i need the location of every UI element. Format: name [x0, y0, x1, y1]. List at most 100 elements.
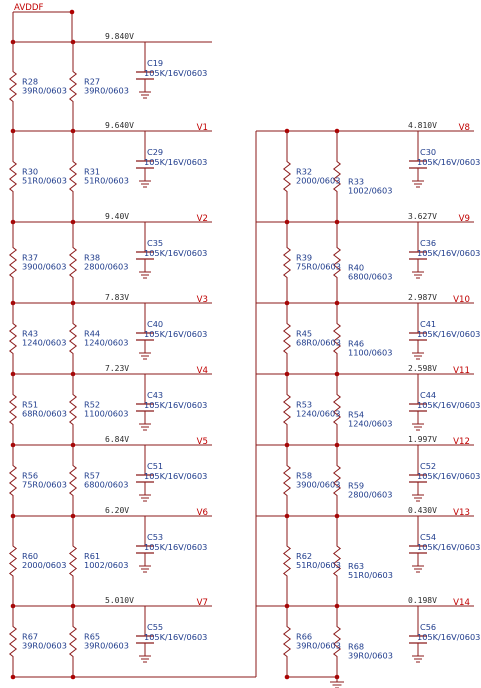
- right-capacitor-ref-6: C56: [420, 622, 436, 632]
- left-net-label-1: V1: [197, 123, 208, 133]
- right-voltage-label-3: 2.598V: [408, 364, 437, 373]
- left-capacitor-value-1: 105K/16V/0603: [144, 157, 207, 167]
- right-resistor-a-3: [282, 374, 292, 445]
- right-resistor-a-4: [282, 445, 292, 516]
- right-capacitor-value-3: 105K/16V/0603: [417, 400, 480, 410]
- left-net-label-3: V3: [197, 295, 208, 305]
- left-resistor-b-value-4: 1100/0603: [84, 409, 128, 419]
- left-resistor-b-value-2: 2800/0603: [84, 262, 128, 272]
- right-resistor-a-ref-4: R58: [296, 471, 312, 481]
- right-resistor-b-value-4: 2800/0603: [348, 490, 392, 500]
- right-capacitor-ref-2: C41: [420, 319, 436, 329]
- left-capacitor-ref-7: C55: [147, 622, 163, 632]
- left-net-label-2: V2: [197, 214, 208, 224]
- left-capacitor-ref-2: C35: [147, 238, 163, 248]
- right-capacitor-value-1: 105K/16V/0603: [417, 248, 480, 258]
- left-resistor-b-ref-7: R65: [84, 632, 100, 642]
- left-capacitor-ref-0: C19: [147, 58, 163, 68]
- left-resistor-b-ref-0: R27: [84, 77, 100, 87]
- left-capacitor-value-2: 105K/16V/0603: [144, 248, 207, 258]
- left-voltage-label-1: 9.640V: [105, 121, 134, 130]
- left-capacitor-value-6: 105K/16V/0603: [144, 542, 207, 552]
- left-resistor-b-ref-2: R38: [84, 253, 100, 263]
- left-resistor-b-ref-6: R61: [84, 551, 100, 561]
- right-resistor-a-value-4: 3900/0603: [296, 480, 340, 490]
- left-voltage-label-0: 9.840V: [105, 32, 134, 41]
- right-resistor-a-1: [282, 222, 292, 303]
- right-voltage-label-0: 4.810V: [408, 121, 437, 130]
- right-resistor-a-6: [282, 606, 292, 677]
- right-resistor-b-value-1: 6800/0603: [348, 272, 392, 282]
- left-resistor-a-7: [8, 606, 18, 677]
- left-voltage-label-7: 5.010V: [105, 596, 134, 605]
- right-capacitor-ref-0: C30: [420, 147, 436, 157]
- right-capacitor-ref-3: C44: [420, 390, 436, 400]
- right-net-label-3: V11: [453, 366, 470, 376]
- left-capacitor-ref-4: C43: [147, 390, 163, 400]
- right-capacitor-ref-1: C36: [420, 238, 436, 248]
- right-resistor-b-value-5: 51R0/0603: [348, 570, 393, 580]
- right-voltage-label-5: 0.430V: [408, 506, 437, 515]
- left-voltage-label-5: 6.84V: [105, 435, 129, 444]
- right-resistor-b-value-6: 39R0/0603: [348, 651, 393, 661]
- left-resistor-a-value-3: 1240/0603: [22, 338, 66, 348]
- right-voltage-label-4: 1.997V: [408, 435, 437, 444]
- right-resistor-b-0: [332, 131, 342, 222]
- left-voltage-label-3: 7.83V: [105, 293, 129, 302]
- right-voltage-label-6: 0.198V: [408, 596, 437, 605]
- left-resistor-b-5: [68, 445, 78, 516]
- left-resistor-a-value-0: 39R0/0603: [22, 86, 67, 96]
- left-resistor-b-ref-5: R57: [84, 471, 100, 481]
- left-net-label-5: V5: [197, 437, 208, 447]
- right-resistor-a-value-3: 1240/0603: [296, 409, 340, 419]
- right-resistor-b-ref-5: R63: [348, 561, 364, 571]
- left-resistor-a-value-7: 39R0/0603: [22, 641, 67, 651]
- left-resistor-a-ref-5: R56: [22, 471, 38, 481]
- left-resistor-b-ref-3: R44: [84, 329, 100, 339]
- right-resistor-b-ref-6: R68: [348, 642, 364, 652]
- left-resistor-a-value-2: 3900/0603: [22, 262, 66, 272]
- right-resistor-a-5: [282, 516, 292, 606]
- left-resistor-a-value-6: 2000/0603: [22, 560, 66, 570]
- left-net-label-6: V6: [197, 508, 208, 518]
- components: [8, 42, 427, 688]
- right-resistor-a-ref-6: R66: [296, 632, 312, 642]
- right-resistor-a-2: [282, 303, 292, 374]
- right-resistor-b-value-0: 1002/0603: [348, 186, 392, 196]
- right-resistor-a-value-6: 39R0/0603: [296, 641, 341, 651]
- left-resistor-b-value-1: 51R0/0603: [84, 176, 129, 186]
- right-resistor-a-ref-2: R45: [296, 329, 312, 339]
- left-resistor-b-6: [68, 516, 78, 606]
- right-capacitor-value-0: 105K/16V/0603: [417, 157, 480, 167]
- left-resistor-b-1: [68, 131, 78, 222]
- right-net-label-4: V12: [453, 437, 470, 447]
- right-resistor-a-ref-0: R32: [296, 167, 312, 177]
- right-net-label-0: V8: [459, 123, 470, 133]
- left-resistor-b-ref-4: R52: [84, 400, 100, 410]
- right-resistor-a-ref-1: R39: [296, 253, 312, 263]
- left-resistor-a-ref-3: R43: [22, 329, 38, 339]
- left-capacitor-ref-1: C29: [147, 147, 163, 157]
- left-resistor-b-value-0: 39R0/0603: [84, 86, 129, 96]
- left-resistor-a-6: [8, 516, 18, 606]
- right-capacitor-ref-5: C54: [420, 532, 436, 542]
- left-resistor-b-value-5: 6800/0603: [84, 480, 128, 490]
- right-voltage-label-2: 2.987V: [408, 293, 437, 302]
- left-net-label-4: V4: [197, 366, 208, 376]
- left-resistor-a-ref-4: R51: [22, 400, 38, 410]
- right-resistor-b-2: [332, 303, 342, 374]
- right-resistor-b-ref-1: R40: [348, 263, 364, 273]
- left-resistor-a-ref-6: R60: [22, 551, 38, 561]
- right-net-label-6: V14: [453, 598, 470, 608]
- right-resistor-b-3: [332, 374, 342, 445]
- right-resistor-a-value-0: 2000/0603: [296, 176, 340, 186]
- left-resistor-b-0: [68, 42, 78, 131]
- left-resistor-a-value-4: 68R0/0603: [22, 409, 67, 419]
- right-resistor-b-4: [332, 445, 342, 516]
- left-resistor-a-value-1: 51R0/0603: [22, 176, 67, 186]
- right-resistor-a-value-5: 51R0/0603: [296, 560, 341, 570]
- supply-junction: [69, 9, 75, 15]
- left-resistor-a-5: [8, 445, 18, 516]
- left-resistor-b-4: [68, 374, 78, 445]
